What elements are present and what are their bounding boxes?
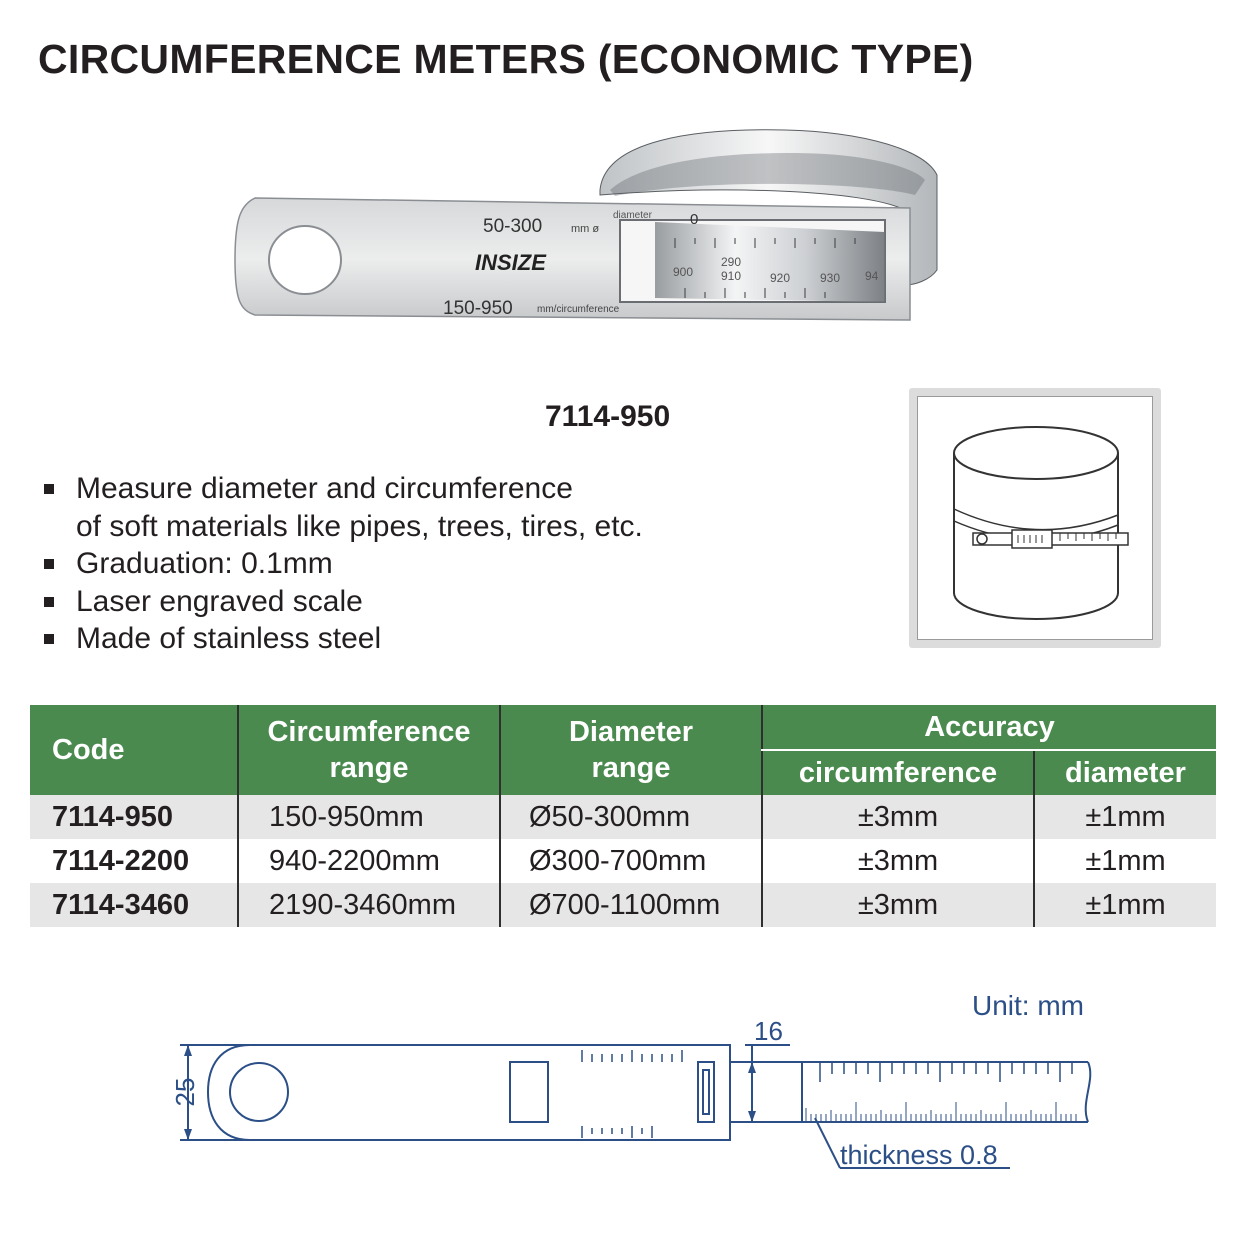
header-accuracy-circumference: circumference [761,750,1034,795]
scale-tape [655,222,885,302]
cell-accuracy-circumference: ±3mm [761,839,1034,883]
dimension-tape-label: 16 [754,1016,783,1046]
tape-inner [610,153,925,196]
cell-accuracy-circumference: ±3mm [761,795,1034,839]
cell-accuracy-diameter: ±1mm [1033,795,1216,839]
cell-accuracy-circumference: ±3mm [761,883,1034,927]
cell-diameter-range: Ø50-300mm [499,795,762,839]
brand-logo: INSIZE [475,250,547,275]
cell-code: 7114-950 [30,795,238,839]
feature-item: Measure diameter and circumference [44,470,643,508]
cell-circumference-range: 150-950mm [237,795,500,839]
page-title: CIRCUMFERENCE METERS (ECONOMIC TYPE) [38,36,974,82]
circumference-unit-label: mm/circumference [537,304,620,315]
cell-code: 7114-2200 [30,839,238,883]
scale-number-94: 94 [865,269,879,283]
usage-illustration [909,388,1161,648]
cell-code: 7114-3460 [30,883,238,927]
feature-item: Laser engraved scale [44,583,643,621]
header-accuracy: Accuracy [761,705,1216,751]
feature-item-continued: of soft materials like pipes, trees, tir… [76,509,643,543]
diameter-unit-label: mm ø [571,223,599,235]
cell-circumference-range: 2190-3460mm [237,883,500,927]
scale-number-290: 290 [721,255,741,269]
thickness-label: thickness 0.8 [840,1140,998,1170]
tape-upper-scale [819,1062,1073,1082]
header-accuracy-diameter: diameter [1033,750,1216,795]
model-code: 7114-950 [545,400,671,433]
technical-drawing: 25 16 thickness 0.8 [170,1016,1092,1170]
tape-band [599,129,938,286]
diameter-word-label: diameter [613,210,653,221]
dimension-height-label: 25 [170,1078,200,1107]
cell-accuracy-diameter: ±1mm [1033,883,1216,927]
hanging-hole [268,225,342,295]
cell-diameter-range: Ø300-700mm [499,839,762,883]
scale-number-910: 910 [721,269,741,283]
product-photo: 0 290 900 910 920 930 94 50-300 mm ø dia… [234,129,938,321]
cell-diameter-range: Ø700-1100mm [499,883,762,927]
scale-zero: 0 [690,211,698,228]
header-code: Code [30,705,238,795]
diameter-range-label: 50-300 [483,216,542,237]
table-row: 7114-2200 940-2200mm Ø300-700mm ±3mm ±1m… [30,839,1216,883]
tape-lower-scale [805,1102,1077,1122]
feature-item: Graduation: 0.1mm [44,545,643,583]
table-row: 7114-950 150-950mm Ø50-300mm ±3mm ±1mm [30,795,1216,839]
cylinder-drawing [953,426,1129,620]
circumference-range-label: 150-950 [443,298,513,319]
cell-circumference-range: 940-2200mm [237,839,500,883]
scale-number-900: 900 [673,265,693,279]
scale-number-930: 930 [820,271,840,285]
feature-list: Measure diameter and circumference of so… [44,470,643,658]
cell-accuracy-diameter: ±1mm [1033,839,1216,883]
scale-number-920: 920 [770,271,790,285]
feature-item: Made of stainless steel [44,620,643,658]
table-row: 7114-3460 2190-3460mm Ø700-1100mm ±3mm ±… [30,883,1216,927]
unit-label: Unit: mm [972,990,1084,1021]
